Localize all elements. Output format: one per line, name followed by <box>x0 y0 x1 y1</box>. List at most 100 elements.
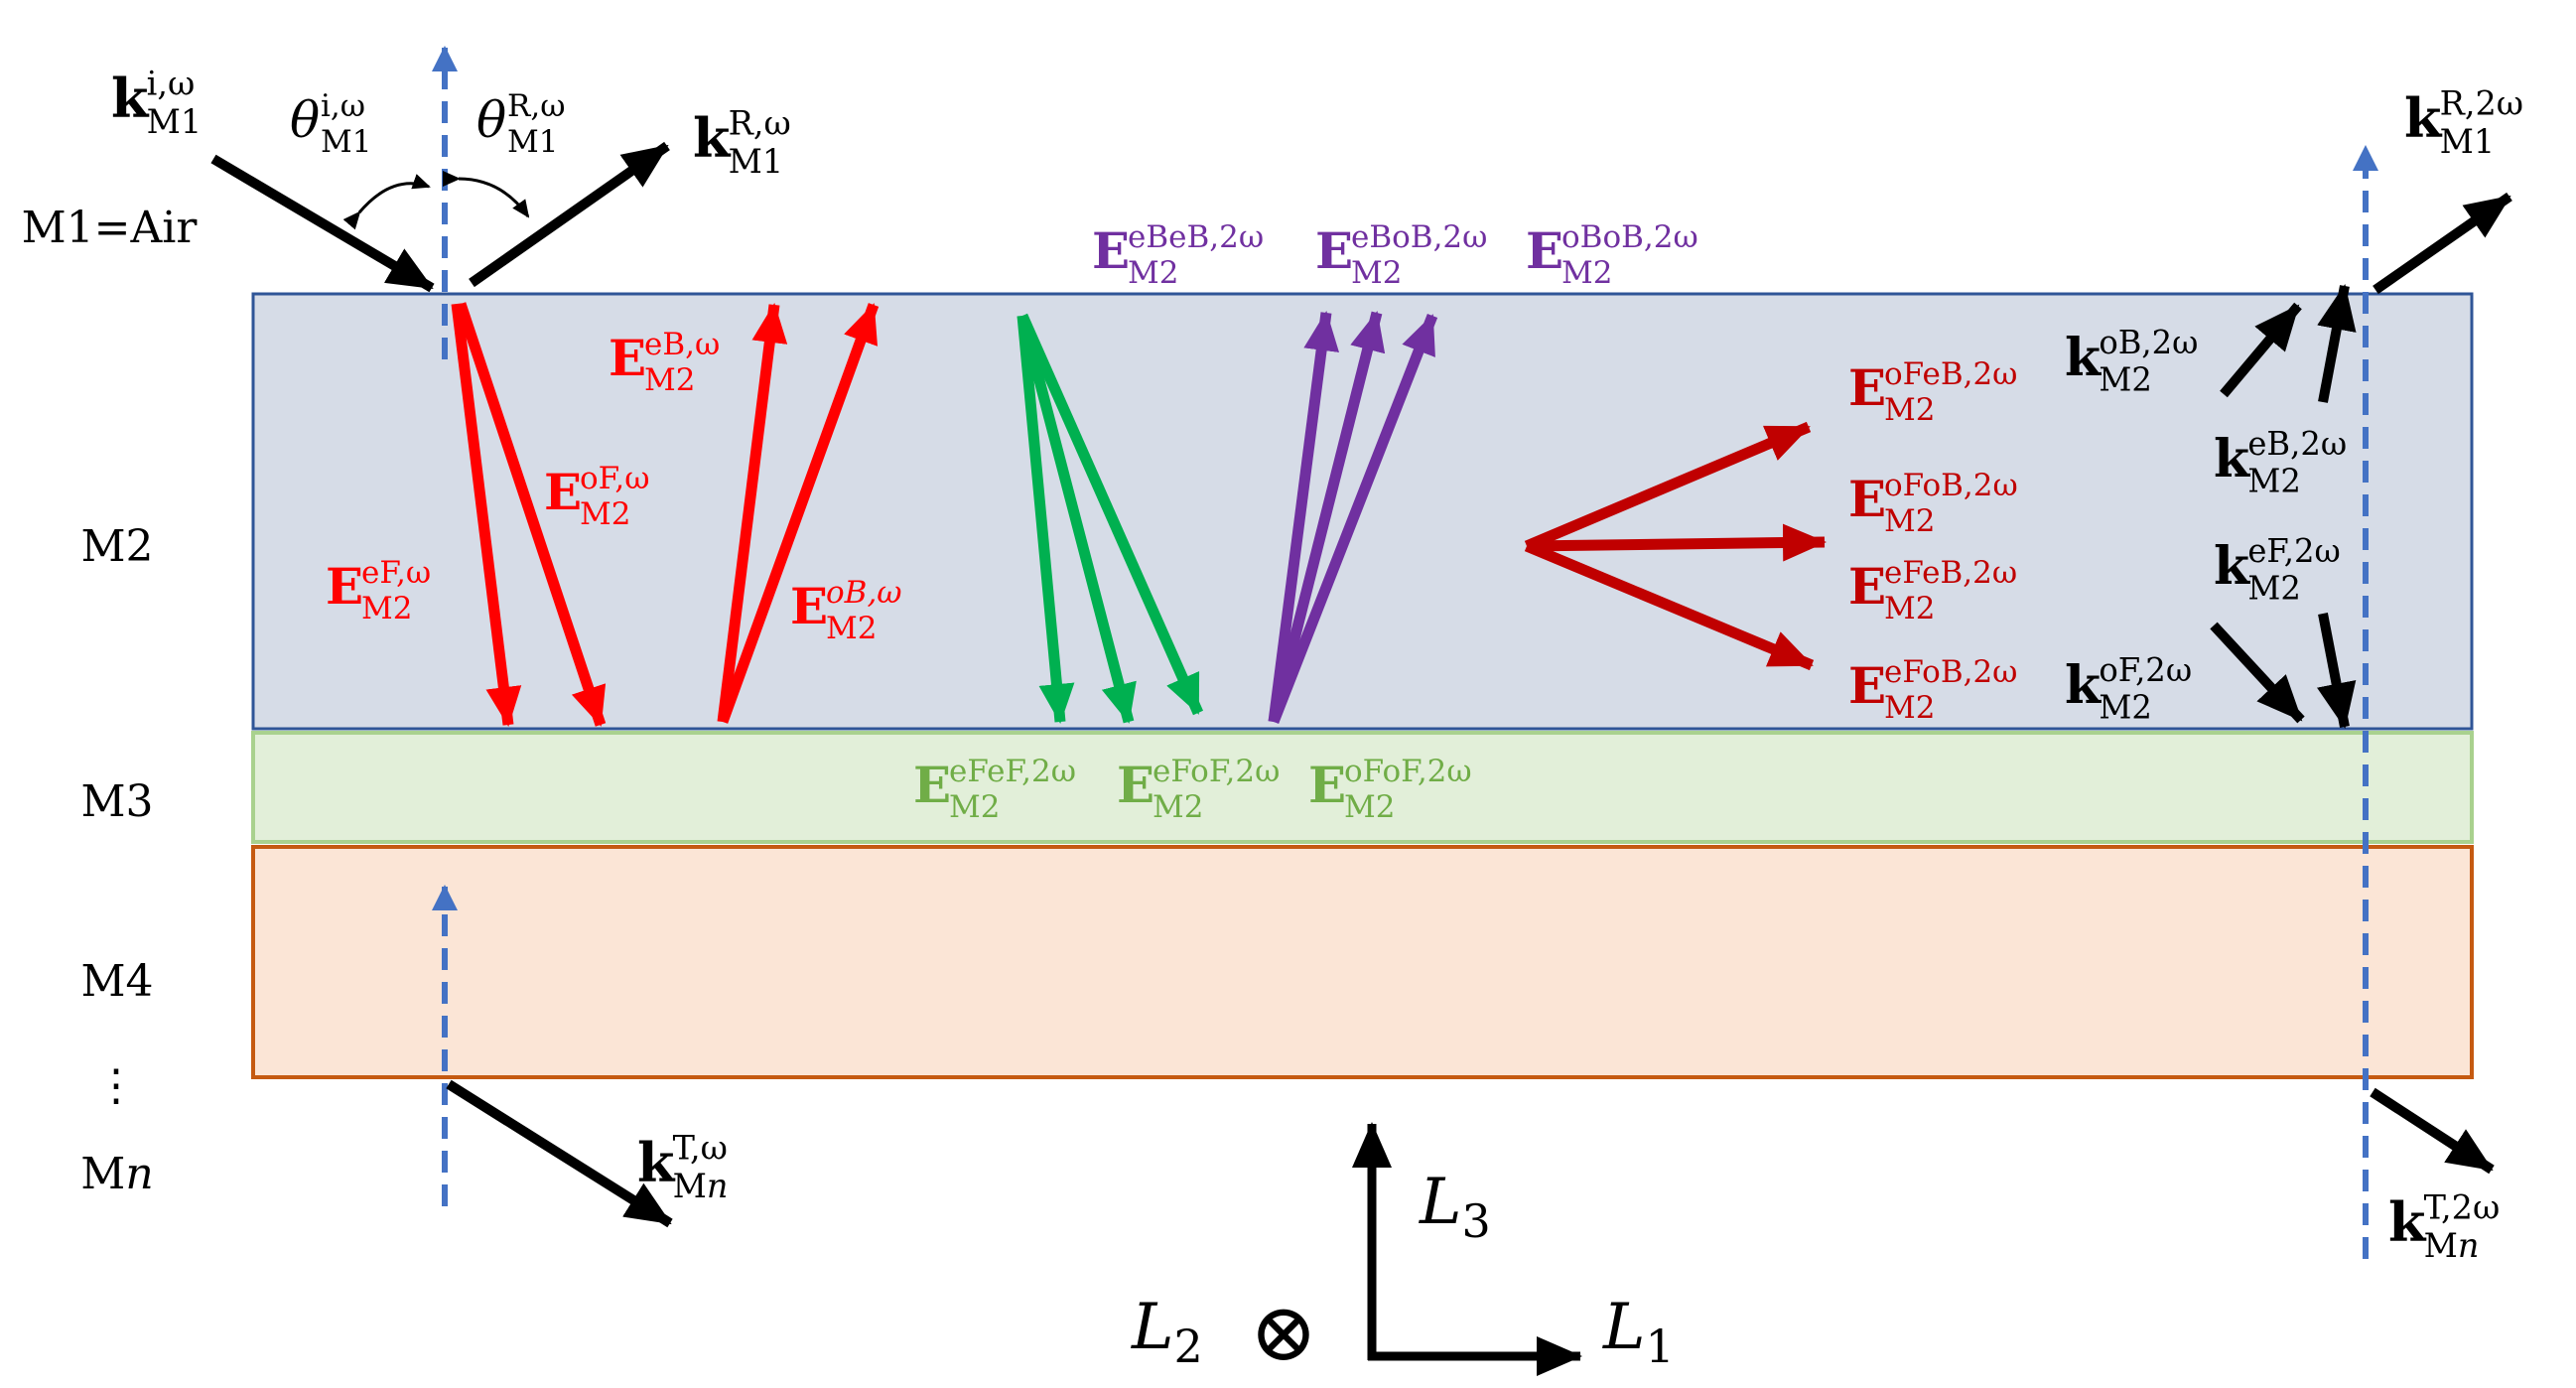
label-subscript: M2 <box>2247 463 2301 500</box>
axis-L1-label: L1 <box>1602 1291 1675 1373</box>
arrow-E-eB-w <box>717 303 788 723</box>
label-superscript: oF,2ω <box>2099 651 2192 689</box>
arrow-E-eF-w <box>451 303 522 727</box>
arrow-E-oF-w <box>455 302 607 727</box>
label-subscript: M2 <box>1884 392 1935 428</box>
arrow-k-eF-2w <box>2317 613 2357 729</box>
label-symbol: E <box>1848 358 1886 417</box>
label-symbol: k <box>2214 429 2250 489</box>
label-superscript: oFoF,2ω <box>1344 754 1472 789</box>
arrow-k-transmitted <box>446 1079 673 1228</box>
label-symbol: k <box>2388 1190 2427 1254</box>
label-symbol: θ <box>476 91 506 149</box>
medium-dots: ⋮ <box>94 1060 138 1111</box>
label-symbol: k <box>2065 328 2101 388</box>
medium-label-m1: M1=Air <box>22 203 199 253</box>
into-page-icon: ⊗ <box>1250 1286 1318 1380</box>
arrow-E-eFoF-2w <box>1017 314 1137 724</box>
label-superscript: i,ω <box>321 88 365 124</box>
label-symbol: E <box>326 557 363 616</box>
label-superscript: eB,2ω <box>2247 425 2347 463</box>
label-subscript: M <box>2424 1226 2458 1265</box>
label-superscript: eF,2ω <box>2247 532 2340 570</box>
layer-m3 <box>251 731 2474 844</box>
label-symbol: k <box>2404 86 2443 150</box>
arrow-E-eFeF-2w <box>1017 315 1075 724</box>
label-subscript: M2 <box>1152 789 1203 825</box>
label-superscript: T,2ω <box>2424 1187 2501 1226</box>
label-subscript: M2 <box>949 789 1000 825</box>
label-subscript-italic: n <box>707 1167 729 1205</box>
label-subscript: M2 <box>1351 255 1402 291</box>
arrow-E-oFeB-2w <box>1524 421 1812 552</box>
arrow-E-eBeB-2w <box>1268 311 1340 723</box>
label-superscript: eB,ω <box>644 327 720 362</box>
label-symbol: k <box>2214 536 2250 597</box>
arrow-k-incident <box>210 154 435 293</box>
label-subscript: M2 <box>1128 255 1178 291</box>
axis-L3-label: L3 <box>1419 1166 1491 1248</box>
label-symbol: k <box>637 1131 676 1194</box>
label-subscript: M2 <box>1344 789 1395 825</box>
label-superscript: oB,ω <box>826 575 902 611</box>
arrow-k-reflected-2w <box>2373 192 2512 295</box>
label-subscript: M2 <box>1561 255 1612 291</box>
label-superscript: eBoB,2ω <box>1351 219 1487 255</box>
label-subscript: M1 <box>147 102 203 141</box>
arrow-k-transmitted-2w <box>2370 1087 2495 1175</box>
arrow-k-oB-2w <box>2220 302 2302 398</box>
label-symbol: E <box>609 329 646 387</box>
label-superscript: R,ω <box>507 88 565 124</box>
label-superscript: eFeF,2ω <box>949 754 1076 789</box>
label-subscript: M1 <box>507 124 558 160</box>
label-symbol: E <box>1117 756 1154 814</box>
arrow-E-oFoF-2w <box>1017 313 1204 716</box>
label-subscript: M2 <box>361 591 412 626</box>
label-symbol: k <box>693 106 732 170</box>
label-subscript: M2 <box>1884 503 1935 539</box>
angle-arc-reflected <box>442 170 530 218</box>
label-superscript: R,ω <box>729 103 791 142</box>
angle-arc-incident <box>342 174 431 230</box>
arrow-k-eB-2w <box>2317 284 2357 403</box>
label-subscript: M2 <box>1884 690 1935 726</box>
arrow-E-eBoB-2w <box>1268 311 1386 724</box>
label-subscript: M1 <box>729 142 784 181</box>
label-symbol: E <box>1848 656 1886 715</box>
label-superscript: eFoF,2ω <box>1152 754 1280 789</box>
label-superscript: oFoB,2ω <box>1884 468 2018 503</box>
arrow-k-oF-2w <box>2210 622 2305 724</box>
arrow-E-oBoB-2w <box>1268 313 1438 725</box>
label-superscript: oF,ω <box>580 461 649 496</box>
label-subscript: M1 <box>2440 122 2496 161</box>
label-symbol: E <box>544 463 582 521</box>
label-symbol: E <box>1092 221 1130 280</box>
axis-L2-label: L2 <box>1131 1291 1203 1373</box>
label-subscript: M2 <box>644 362 695 398</box>
label-superscript: eFeB,2ω <box>1884 555 2017 591</box>
label-symbol: θ <box>290 91 320 149</box>
label-superscript: eBeB,2ω <box>1128 219 1264 255</box>
